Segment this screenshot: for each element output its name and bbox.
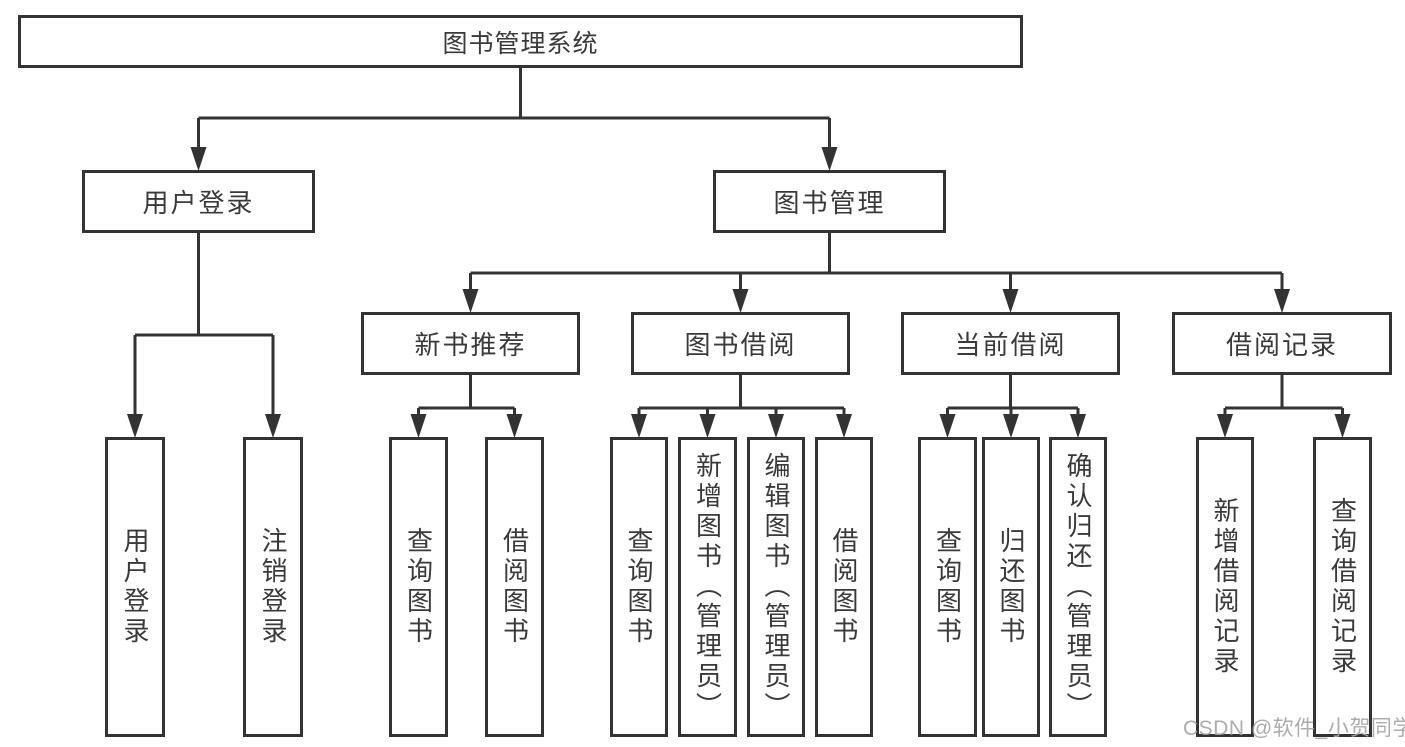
arrowhead-down-icon bbox=[631, 414, 647, 438]
node-label: 新书推荐 bbox=[414, 330, 527, 360]
node-label: 图书借阅 bbox=[684, 330, 797, 360]
arrowhead-down-icon bbox=[768, 414, 784, 438]
node-label: 借阅图书 bbox=[499, 527, 530, 647]
arrowhead-down-icon bbox=[1334, 414, 1351, 438]
node-label: 编辑图书（管理员） bbox=[761, 452, 791, 722]
node-nbr-borrow: 借阅图书 bbox=[485, 437, 544, 737]
arrowhead-down-icon bbox=[1002, 289, 1019, 313]
node-user-login-leaf: 用户登录 bbox=[105, 437, 165, 737]
node-book-borrow: 图书借阅 bbox=[631, 312, 850, 375]
arrowhead-down-icon bbox=[939, 414, 956, 438]
arrowhead-down-icon bbox=[127, 414, 143, 438]
node-label: 新增图书（管理员） bbox=[692, 452, 723, 722]
arrowhead-down-icon bbox=[836, 414, 852, 438]
node-label: 图书管理 bbox=[773, 188, 886, 218]
node-current-borrow: 当前借阅 bbox=[901, 312, 1120, 375]
node-label: 查询图书 bbox=[624, 527, 654, 647]
node-label: 归还图书 bbox=[996, 527, 1026, 647]
watermark: CSDN @软件_小贺同学 bbox=[1183, 717, 1405, 740]
node-borrow-record: 借阅记录 bbox=[1172, 312, 1392, 375]
arrowhead-down-icon bbox=[1003, 414, 1019, 438]
node-bb-query: 查询图书 bbox=[610, 437, 668, 737]
arrowhead-down-icon bbox=[732, 289, 749, 313]
node-bb-borrow: 借阅图书 bbox=[815, 437, 873, 737]
arrowhead-down-icon bbox=[506, 414, 523, 438]
node-br-query: 查询借阅记录 bbox=[1313, 437, 1372, 737]
node-label: 图书管理系统 bbox=[442, 29, 599, 58]
arrowhead-down-icon bbox=[1217, 414, 1233, 438]
node-label: 借阅图书 bbox=[829, 527, 859, 647]
node-cb-confirm: 确认归还（管理员） bbox=[1049, 437, 1107, 737]
arrowhead-down-icon bbox=[462, 289, 479, 313]
arrowhead-down-icon bbox=[190, 147, 207, 171]
arrowhead-down-icon bbox=[265, 414, 281, 438]
node-label: 新增借阅记录 bbox=[1210, 497, 1240, 677]
node-br-add: 新增借阅记录 bbox=[1196, 437, 1254, 737]
node-book-mgmt: 图书管理 bbox=[713, 170, 946, 233]
node-label: 查询图书 bbox=[932, 527, 963, 647]
node-cb-query: 查询图书 bbox=[918, 437, 977, 737]
node-label: 用户登录 bbox=[142, 188, 255, 218]
node-label: 注销登录 bbox=[258, 527, 288, 647]
node-bb-add: 新增图书（管理员） bbox=[678, 437, 737, 737]
node-label: 当前借阅 bbox=[954, 330, 1067, 360]
node-label: 查询图书 bbox=[403, 527, 434, 647]
node-logout-leaf: 注销登录 bbox=[243, 437, 303, 737]
node-label: 借阅记录 bbox=[1225, 330, 1338, 360]
node-label: 查询借阅记录 bbox=[1327, 497, 1358, 677]
arrowhead-down-icon bbox=[821, 147, 838, 171]
node-user-login: 用户登录 bbox=[82, 170, 315, 233]
node-new-book-rec: 新书推荐 bbox=[361, 312, 580, 375]
node-nbr-query: 查询图书 bbox=[389, 437, 448, 737]
arrowhead-down-icon bbox=[1070, 414, 1086, 438]
arrowhead-down-icon bbox=[1274, 289, 1290, 313]
arrowhead-down-icon bbox=[699, 414, 716, 438]
node-label: 确认归还（管理员） bbox=[1063, 452, 1093, 722]
node-bb-edit: 编辑图书（管理员） bbox=[747, 437, 805, 737]
node-root: 图书管理系统 bbox=[18, 15, 1023, 68]
node-label: 用户登录 bbox=[120, 527, 150, 647]
arrowhead-down-icon bbox=[410, 414, 427, 438]
node-cb-return: 归还图书 bbox=[982, 437, 1040, 737]
